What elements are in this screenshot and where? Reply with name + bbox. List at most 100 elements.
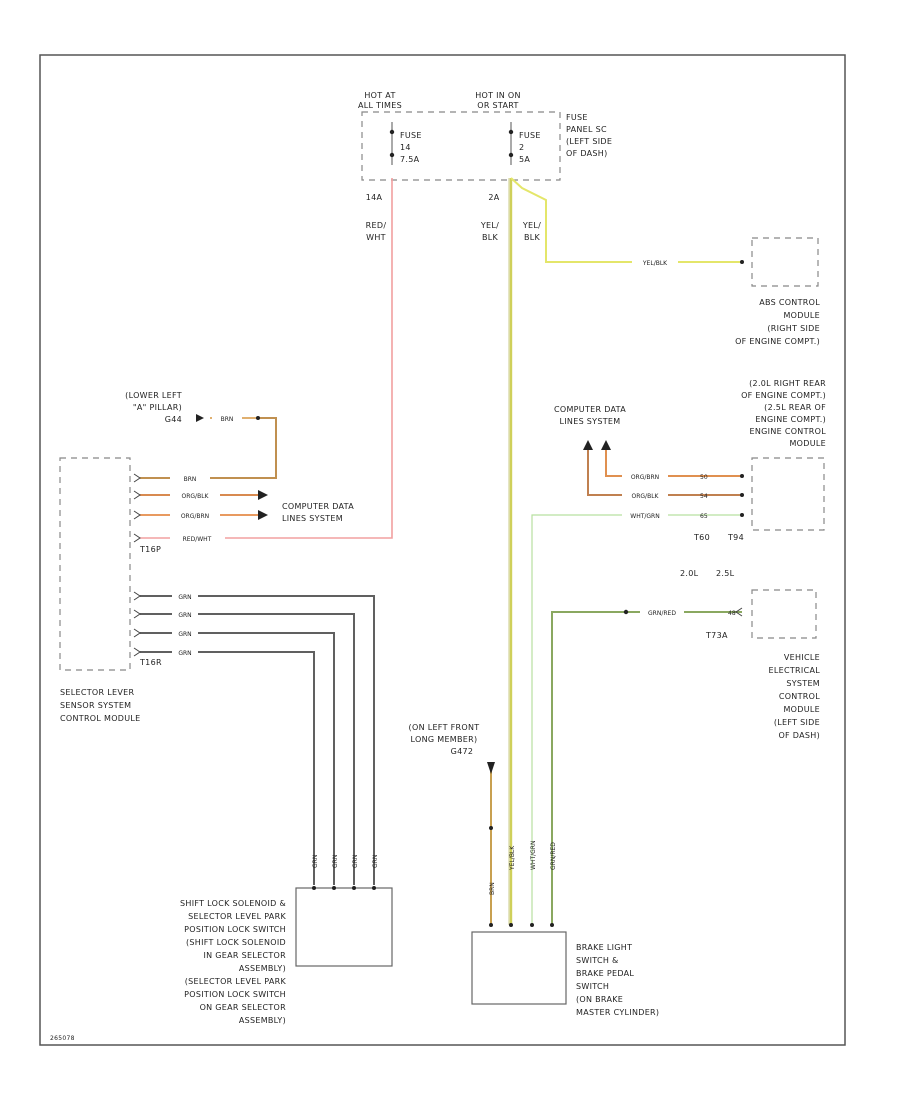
- vesm-label-4: CONTROL: [779, 692, 820, 701]
- label-ecm-wire1: ORG/BRN: [631, 474, 659, 481]
- ecm-connector-t94: T94: [727, 533, 744, 542]
- shift-lock-solenoid: SHIFT LOCK SOLENOID & SELECTOR LEVEL PAR…: [180, 886, 393, 1025]
- fuse-14-number: 14: [400, 143, 411, 152]
- label-brake-vert-1: BRN: [489, 882, 496, 895]
- g44-label-2: "A" PILLAR): [133, 403, 182, 412]
- hot-right-line2: OR START: [477, 101, 518, 110]
- fuse-panel-line3: (LEFT SIDE: [566, 137, 612, 146]
- shift-terminal-4: [372, 886, 376, 890]
- pin2-arrow-icon: [133, 490, 141, 500]
- label-blk-right: BLK: [524, 233, 541, 242]
- ecm-label-3: (2.5L REAR OF: [764, 403, 826, 412]
- brake-label-3: BRAKE PEDAL: [576, 969, 634, 978]
- cds-right-arrow1-icon: [583, 440, 593, 450]
- ecm-label-5: ENGINE CONTROL: [750, 427, 827, 436]
- wires: [140, 177, 742, 925]
- brake-label-1: BRAKE LIGHT: [576, 943, 632, 952]
- cds-right-arrow2-icon: [601, 440, 611, 450]
- cds-right-label-1: COMPUTER DATA: [554, 405, 626, 414]
- wire-brn-ground: [140, 417, 277, 479]
- ecm-box: [751, 457, 825, 531]
- abs-module: ABS CONTROL MODULE (RIGHT SIDE OF ENGINE…: [735, 237, 820, 346]
- vesm-connector: T73A: [705, 631, 728, 640]
- abs-connector-terminal: [740, 260, 744, 264]
- label-shift-vert-2: GRN: [332, 855, 339, 868]
- fuse-2-label: FUSE: [519, 131, 541, 140]
- shift-label-4: (SHIFT LOCK SOLENOID: [186, 938, 286, 947]
- g472-splice-terminal: [489, 826, 493, 830]
- cds-left: COMPUTER DATA LINES SYSTEM: [258, 490, 354, 523]
- vesm-box: [751, 589, 817, 639]
- shift-label-1: SHIFT LOCK SOLENOID &: [180, 899, 286, 908]
- label-red: RED/: [366, 221, 387, 230]
- brake-label-4: SWITCH: [576, 982, 609, 991]
- fuse-2-top-terminal: [508, 129, 514, 135]
- shift-label-10: ASSEMBLY): [239, 1016, 286, 1025]
- label-brake-vert-4: GRN/RED: [550, 842, 557, 870]
- label-blk-left: BLK: [482, 233, 499, 242]
- wire-labels: RED/ WHT YEL/ BLK YEL/ BLK YEL/BLK BRN B…: [170, 221, 684, 895]
- fuse-2-rating: 5A: [519, 155, 530, 164]
- wire-red-wht: [140, 178, 393, 539]
- abs-label-3: (RIGHT SIDE: [767, 324, 820, 333]
- fuse-pin-14a: 14A: [366, 193, 383, 202]
- fuse-block: HOT AT ALL TIMES HOT IN ON OR START FUSE…: [358, 91, 612, 202]
- hot-left-line1: HOT AT: [364, 91, 395, 100]
- hot-left-line2: ALL TIMES: [358, 101, 402, 110]
- brake-label-2: SWITCH &: [576, 956, 619, 965]
- ecm-wire3-label-bg: [622, 510, 668, 520]
- ecm-wire2-label-bg: [622, 490, 668, 500]
- wire-yel-blk-abs: [510, 177, 742, 263]
- shift-label-2: SELECTOR LEVEL PARK: [188, 912, 286, 921]
- t16-pin6-label-bg: [172, 609, 198, 619]
- ground-g472: (ON LEFT FRONT LONG MEMBER) G472: [409, 723, 495, 830]
- wire-wht-grn: [531, 514, 742, 925]
- shift-label-9: ON GEAR SELECTOR: [200, 1003, 287, 1012]
- vesm-label-1: VEHICLE: [784, 653, 820, 662]
- t16-pin2-label-bg: [170, 490, 220, 500]
- pin7-arrow-icon: [133, 628, 141, 638]
- vesm-label-3: SYSTEM: [786, 679, 820, 688]
- label-abs-wire: YEL/BLK: [642, 260, 668, 267]
- label-brake-vert-2: YEL/BLK: [509, 845, 516, 871]
- vesm-label-7: OF DASH): [778, 731, 820, 740]
- footer-code: 265078: [50, 1035, 75, 1042]
- ecm-pin-50: 50: [700, 474, 708, 481]
- ecm-terminal-1: [740, 474, 744, 478]
- fuse-14-rating: 7.5A: [400, 155, 420, 164]
- t16r-connector-label: T16R: [139, 658, 162, 667]
- t16-pin4-label-bg: [170, 533, 225, 543]
- selector-label-3: CONTROL MODULE: [60, 714, 141, 723]
- shift-label-8: POSITION LOCK SWITCH: [184, 990, 286, 999]
- shift-label-5: IN GEAR SELECTOR: [204, 951, 287, 960]
- ecm-engine-20: 2.0L: [680, 569, 699, 578]
- fuse-2-bottom-terminal: [508, 152, 514, 158]
- vesm-splice-terminal: [623, 609, 629, 615]
- cds-left-arrow1-icon: [258, 490, 268, 500]
- cds-left-label-1: COMPUTER DATA: [282, 502, 354, 511]
- ecm-wire1-label-bg: [622, 471, 668, 481]
- shift-lock-box: [295, 887, 393, 967]
- cds-left-label-2: LINES SYSTEM: [282, 514, 343, 523]
- g44-splice-terminal: [256, 416, 260, 420]
- abs-label-2: MODULE: [783, 311, 820, 320]
- label-ecm-wire2: ORG/BLK: [632, 493, 660, 500]
- abs-module-box: [751, 237, 819, 287]
- label-shift-vert-3: GRN: [352, 855, 359, 868]
- shift-terminal-1: [312, 886, 316, 890]
- label-yel-right: YEL/: [522, 221, 541, 230]
- label-t16-pin2: ORG/BLK: [182, 493, 210, 500]
- brake-terminal-3: [530, 923, 534, 927]
- abs-label-4: OF ENGINE COMPT.): [735, 337, 820, 346]
- vesm-pin-arrow-icon: [735, 607, 743, 617]
- selector-module: T16P T16R SELECTOR LEVER SENSOR SYSTEM C…: [59, 457, 162, 723]
- ecm-engine-25: 2.5L: [716, 569, 735, 578]
- ecm-pin-65: 65: [700, 513, 708, 520]
- label-shift-vert-1: GRN: [312, 855, 319, 868]
- fuse-2-number: 2: [519, 143, 524, 152]
- t16-pin7-label-bg: [172, 628, 198, 638]
- cds-left-arrow2-icon: [258, 510, 268, 520]
- ground-g44: (LOWER LEFT "A" PILLAR) G44: [125, 391, 260, 424]
- pin6-arrow-icon: [133, 609, 141, 619]
